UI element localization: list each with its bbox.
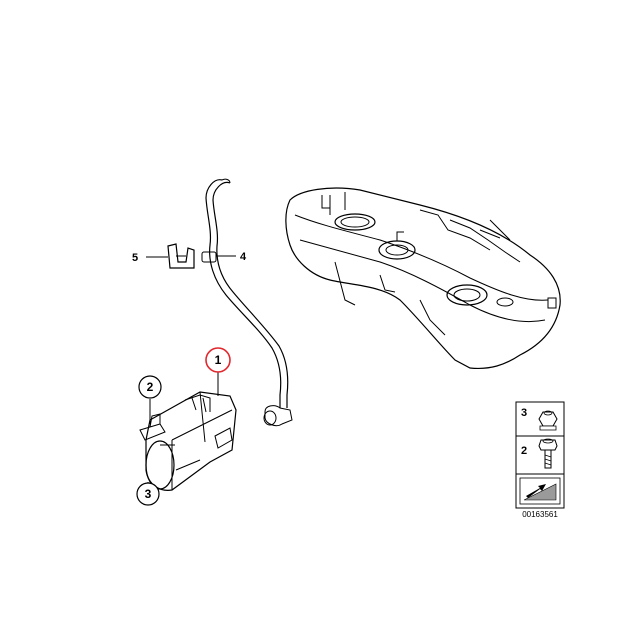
vent-hose-drawing (201, 178, 293, 427)
legend-item-2-number: 2 (521, 445, 527, 457)
bolt-icon (538, 438, 558, 469)
arrow-marker-icon (519, 477, 561, 505)
clip-drawing (167, 243, 195, 269)
callout-3-circle (136, 482, 160, 506)
nut-icon (538, 410, 558, 431)
callout-4: 4 (240, 251, 247, 263)
hardware-legend: 3 2 (515, 401, 565, 509)
carbon-canister-drawing (139, 391, 237, 491)
fuel-tank-drawing (285, 187, 561, 370)
callout-1-highlight-circle (205, 347, 231, 373)
legend-item-3-number: 3 (521, 407, 527, 419)
callout-2-circle (138, 375, 162, 399)
callout-3: 3 (145, 487, 152, 501)
callout-1: 1 (215, 353, 222, 367)
diagram-number: 00163561 (522, 510, 558, 519)
callout-2: 2 (147, 380, 154, 394)
callout-5: 5 (132, 252, 138, 264)
